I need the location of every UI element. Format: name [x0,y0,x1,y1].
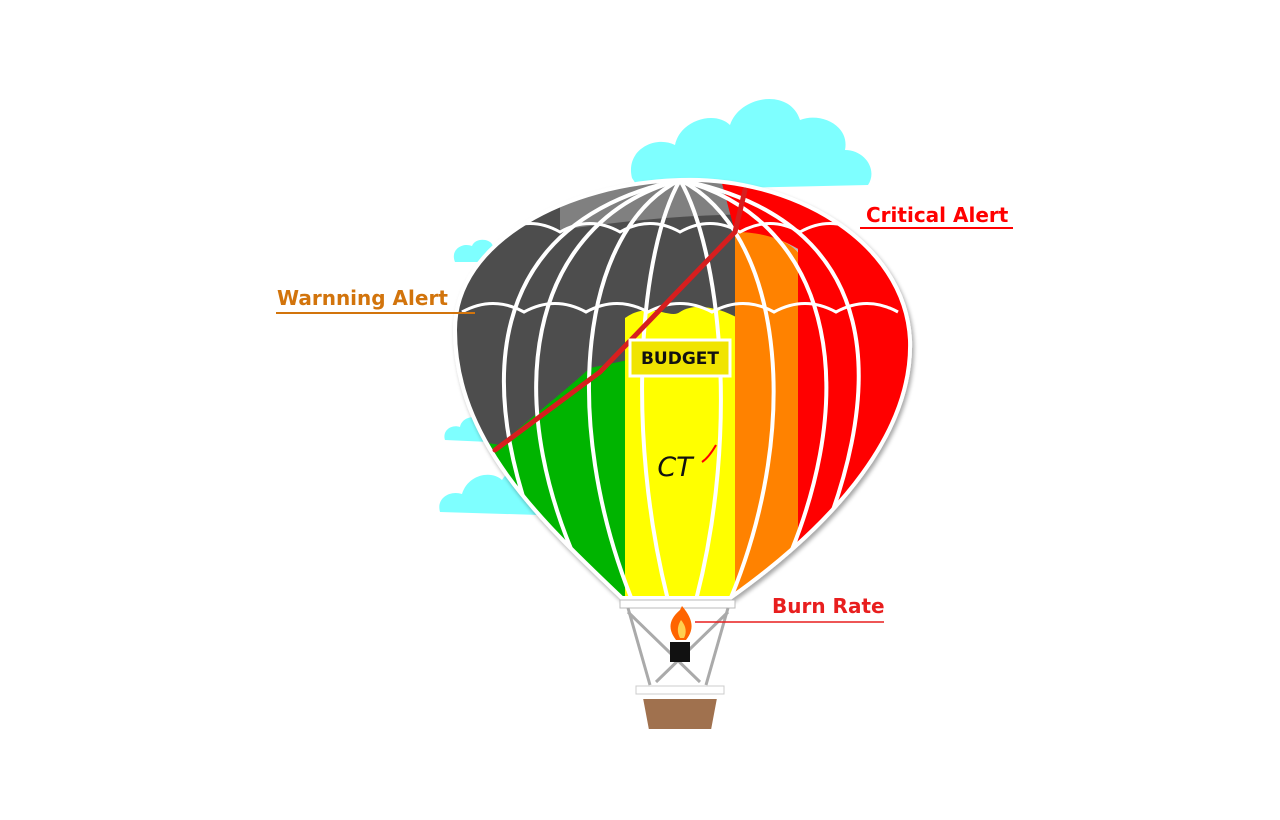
critical-alert-callout: Critical Alert [860,203,1013,229]
budget-badge-label: BUDGET [641,349,719,369]
burn-line [492,187,748,453]
zone-orange [735,231,800,599]
critical-alert-label: Critical Alert [866,203,1009,227]
cloud-icon [630,99,872,190]
basket-assembly [619,599,736,731]
budget-badge: BUDGET [628,338,732,378]
basket-icon [640,697,720,731]
warning-alert-callout: Warnning Alert [276,286,475,314]
burn-rate-label: Burn Rate [772,594,885,618]
logo-text: CT [657,452,695,483]
warning-alert-label: Warnning Alert [277,286,448,310]
logo-mark-icon: CT [657,444,717,483]
burner-icon [670,642,690,662]
burn-rate-callout: Burn Rate [695,594,885,623]
flame-icon [670,606,692,640]
